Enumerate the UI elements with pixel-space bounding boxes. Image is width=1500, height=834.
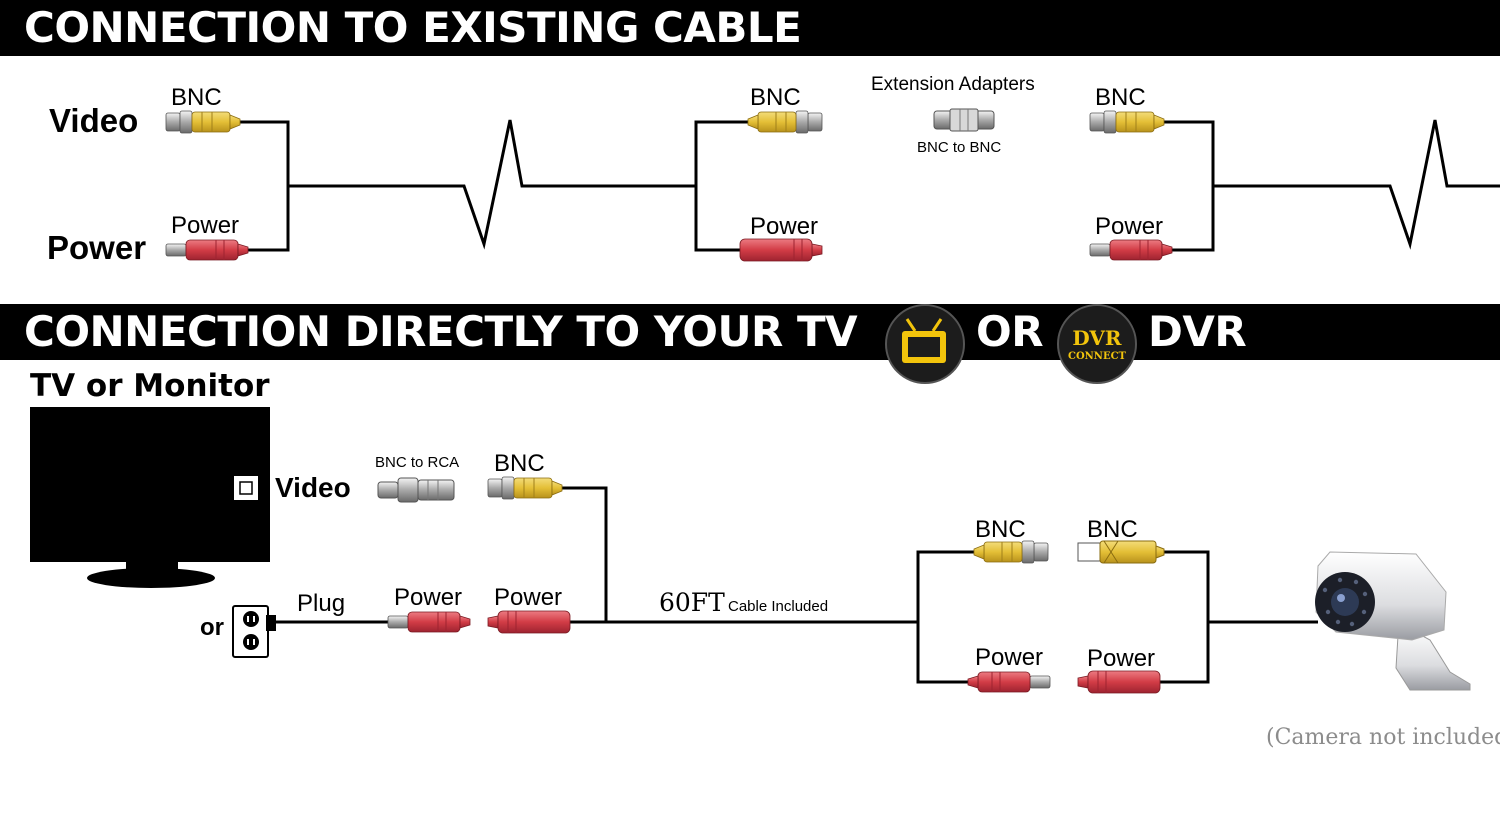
bnc-connector — [487, 476, 563, 500]
power-label: Power — [750, 213, 819, 240]
security-camera-icon — [1315, 551, 1471, 691]
bnc-connector — [165, 110, 241, 134]
power-connector — [1077, 670, 1161, 694]
adapter-caption: BNC to BNC — [917, 139, 1002, 156]
power-connector — [1089, 239, 1173, 261]
power-connector — [165, 239, 249, 261]
power-connector — [387, 611, 471, 633]
dvr-badge-bottom-text: CONNECT — [1068, 351, 1126, 362]
power-label: Power — [1087, 645, 1156, 672]
power-connector — [740, 239, 822, 261]
bnc-female-connector — [1077, 540, 1165, 564]
power-label: Power — [394, 584, 463, 611]
power-label: Power — [171, 212, 240, 239]
section1-video-label: Video — [49, 102, 139, 139]
section1-power-label: Power — [47, 229, 147, 266]
bnc-connector — [1089, 110, 1165, 134]
power-label: Power — [494, 584, 563, 611]
bnc-label: BNC — [975, 516, 1026, 543]
section2-title-or: OR — [976, 307, 1044, 356]
section2-banner: CONNECTION DIRECTLY TO YOUR TV OR DVR — [0, 304, 1500, 360]
section1-wires — [236, 119, 1500, 252]
dvr-badge-top-text: DVR — [1072, 326, 1122, 350]
plug-label: Plug — [297, 590, 346, 617]
bnc-label: BNC — [1087, 516, 1138, 543]
section1-title: CONNECTION TO EXISTING CABLE — [24, 3, 802, 52]
section2-wires — [276, 486, 1318, 684]
tv-monitor-icon — [30, 407, 270, 588]
or-label: or — [200, 614, 224, 641]
bnc-to-rca-adapter-icon — [377, 477, 455, 503]
tv-monitor-label: TV or Monitor — [30, 368, 270, 404]
camera-not-included-note: (Camera not included) — [1266, 725, 1500, 750]
section2-video-label: Video — [275, 472, 351, 503]
cable-note-label: Cable Included — [728, 598, 829, 615]
tv-badge-icon — [885, 304, 965, 384]
adapter-title: Extension Adapters — [871, 74, 1035, 95]
cable-length-label: 60FT — [659, 588, 725, 617]
section2-title-part1: CONNECTION DIRECTLY TO YOUR TV — [24, 307, 858, 356]
section2-title-part2: DVR — [1148, 307, 1247, 356]
power-label: Power — [1095, 213, 1164, 240]
bnc-connector — [748, 111, 822, 133]
bnc-to-rca-label: BNC to RCA — [375, 454, 460, 471]
section1-banner: CONNECTION TO EXISTING CABLE — [0, 0, 1500, 56]
bnc-label: BNC — [1095, 84, 1146, 111]
bnc-to-bnc-adapter-icon — [933, 108, 995, 132]
bnc-connector — [974, 541, 1048, 563]
power-connector — [968, 672, 1050, 692]
dvr-badge-icon — [1057, 304, 1137, 384]
bnc-label: BNC — [494, 450, 545, 477]
bnc-label: BNC — [171, 84, 222, 111]
wall-outlet-icon — [232, 605, 276, 658]
power-connector — [487, 610, 571, 634]
bnc-label: BNC — [750, 84, 801, 111]
power-label: Power — [975, 644, 1044, 671]
